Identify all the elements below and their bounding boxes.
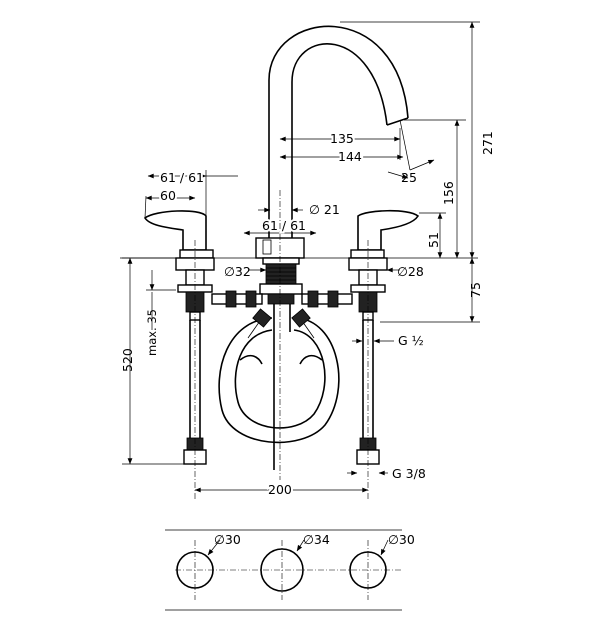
dim-max35: max. 35 — [145, 270, 176, 356]
label-dia21: ∅ 21 — [309, 202, 340, 217]
label-200: 200 — [268, 482, 292, 497]
connector-left — [211, 290, 263, 308]
dim-144: 144 — [279, 147, 404, 166]
label-max35: max. 35 — [145, 309, 159, 356]
label-g12: G ½ — [398, 333, 424, 348]
label-dia30-left: ∅30 — [214, 532, 241, 547]
connector-right — [301, 290, 353, 308]
hole-right — [349, 551, 387, 589]
dim-g12: G ½ — [352, 333, 424, 348]
dim-75: 75 — [380, 257, 483, 323]
label-135: 135 — [330, 131, 354, 146]
label-144: 144 — [338, 149, 362, 164]
flex-hoses — [218, 308, 340, 444]
label-g38: G 3/8 — [392, 466, 426, 481]
label-dia32: ∅32 — [224, 264, 251, 279]
label-60: 60 — [160, 188, 176, 203]
label-156: 156 — [441, 181, 456, 205]
spout-body-assembly — [259, 257, 303, 470]
dim-60: 60 — [144, 186, 196, 219]
dim-dia21: ∅ 21 — [258, 202, 340, 217]
label-61-61-center: 61 / 61 — [262, 218, 306, 233]
label-271: 271 — [480, 131, 495, 155]
label-dia34: ∅34 — [303, 532, 330, 547]
dim-dia32: ∅32 — [224, 264, 267, 279]
label-61-61-left: 61 / 61 — [160, 170, 204, 185]
label-25: 25 — [401, 170, 417, 185]
left-handle — [143, 210, 214, 259]
dim-156: 156 — [404, 119, 466, 259]
label-75: 75 — [468, 282, 483, 298]
dim-25-angle: 25 — [387, 119, 435, 185]
dim-135: 135 — [279, 128, 401, 160]
right-handle — [350, 209, 420, 259]
dim-520: 520 — [120, 257, 186, 465]
label-dia28: ∅28 — [397, 264, 424, 279]
hole-center — [260, 548, 304, 592]
hole-left — [176, 551, 214, 589]
dim-g38: G 3/8 — [347, 466, 426, 481]
pop-up-rod — [262, 239, 272, 255]
dim-61-61-left: 61 / 61 — [147, 168, 238, 216]
dim-51: 51 — [419, 212, 446, 259]
label-dia30-right: ∅30 — [388, 532, 415, 547]
center-lines — [194, 190, 369, 500]
dim-200: 200 — [194, 480, 369, 499]
deck-hole-plan: ∅30 ∅34 ∅30 — [165, 529, 415, 611]
dim-dia28: ∅28 — [386, 264, 424, 279]
label-51: 51 — [426, 232, 441, 248]
dim-61-61-center: 61 / 61 — [243, 216, 317, 236]
label-520: 520 — [120, 348, 135, 372]
dim-271: 271 — [340, 21, 495, 259]
